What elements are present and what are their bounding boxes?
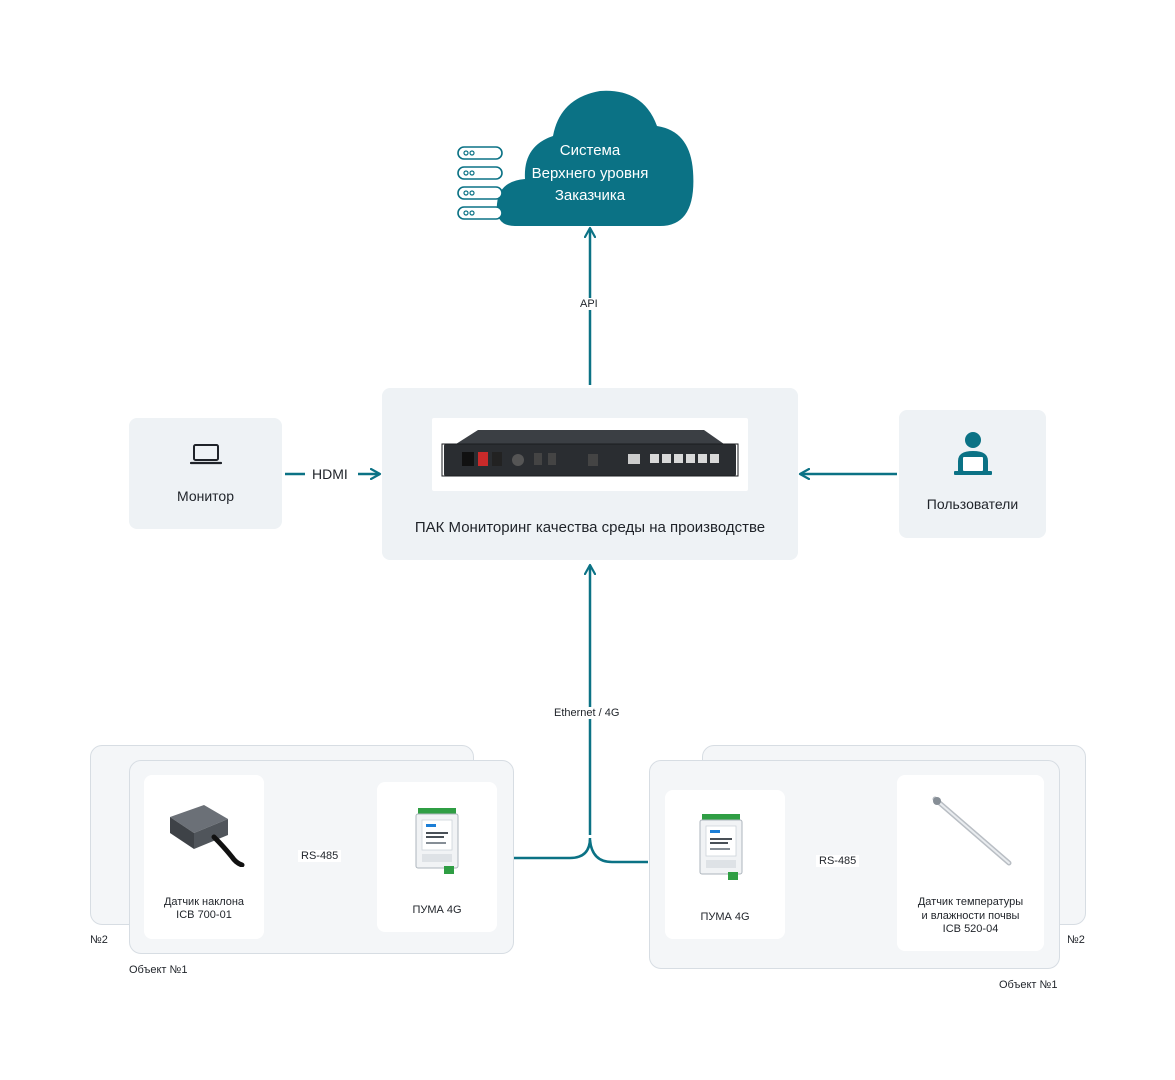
tilt-sensor-name: Датчик наклона bbox=[163, 896, 245, 908]
monitor-label: Монитор bbox=[177, 488, 234, 504]
cloud-title: Система Верхнего уровня Заказчика bbox=[505, 140, 675, 208]
right-object-2-label: №2 bbox=[1067, 934, 1085, 946]
soil-sensor-model: ICB 520-04 bbox=[942, 923, 999, 935]
hdmi-label: HDMI bbox=[310, 466, 350, 482]
tilt-sensor-model: ICB 700-01 bbox=[176, 909, 232, 921]
center-title: ПАК Мониторинг качества среды на произво… bbox=[414, 519, 766, 536]
tilt-sensor-icon bbox=[170, 805, 245, 867]
server-stack-icon bbox=[457, 146, 503, 220]
tilt-sensor-label: Датчик наклона ICB 700-01 bbox=[144, 896, 264, 922]
puma-right-card: ПУМА 4G bbox=[665, 790, 785, 939]
puma-left-card: ПУМА 4G bbox=[377, 782, 497, 932]
center-card: ПАК Мониторинг качества среды на произво… bbox=[382, 388, 798, 560]
puma-right-label: ПУМА 4G bbox=[700, 911, 750, 923]
puma-left-label: ПУМА 4G bbox=[412, 904, 462, 916]
api-label: API bbox=[576, 298, 602, 310]
rs485-left-label: RS-485 bbox=[298, 850, 342, 862]
left-object-1-label: Объект №1 bbox=[129, 964, 188, 976]
users-card: Пользователи bbox=[899, 410, 1046, 538]
soil-sensor-line-1: Датчик температуры bbox=[917, 896, 1024, 908]
cloud-line-1: Система bbox=[559, 142, 621, 159]
tilt-sensor-card: Датчик наклона ICB 700-01 bbox=[144, 775, 264, 939]
soil-sensor-card: Датчик температуры и влажности почвы ICB… bbox=[897, 775, 1044, 951]
right-object-1-label: Объект №1 bbox=[999, 979, 1058, 991]
puma-gateway-icon bbox=[415, 808, 459, 874]
puma-gateway-icon bbox=[699, 814, 743, 880]
device-image-frame bbox=[432, 418, 748, 491]
laptop-icon bbox=[190, 444, 222, 465]
rack-server-icon bbox=[441, 430, 739, 477]
users-label: Пользователи bbox=[926, 496, 1019, 512]
monitor-card: Монитор bbox=[129, 418, 282, 529]
cloud-line-2: Верхнего уровня bbox=[531, 164, 649, 182]
cloud-shape bbox=[496, 90, 694, 226]
left-object-2-label: №2 bbox=[90, 934, 108, 946]
soil-probe-icon bbox=[932, 796, 1012, 866]
soil-sensor-label: Датчик температуры и влажности почвы ICB… bbox=[897, 896, 1044, 937]
ethernet-label: Ethernet / 4G bbox=[550, 707, 624, 719]
user-laptop-icon bbox=[954, 432, 992, 475]
cloud-line-3: Заказчика bbox=[554, 187, 626, 204]
soil-sensor-line-2: и влажности почвы bbox=[921, 909, 1020, 922]
ethernet-branch-left bbox=[513, 837, 592, 860]
rs485-right-label: RS-485 bbox=[816, 855, 860, 867]
ethernet-branch-right bbox=[588, 839, 648, 864]
